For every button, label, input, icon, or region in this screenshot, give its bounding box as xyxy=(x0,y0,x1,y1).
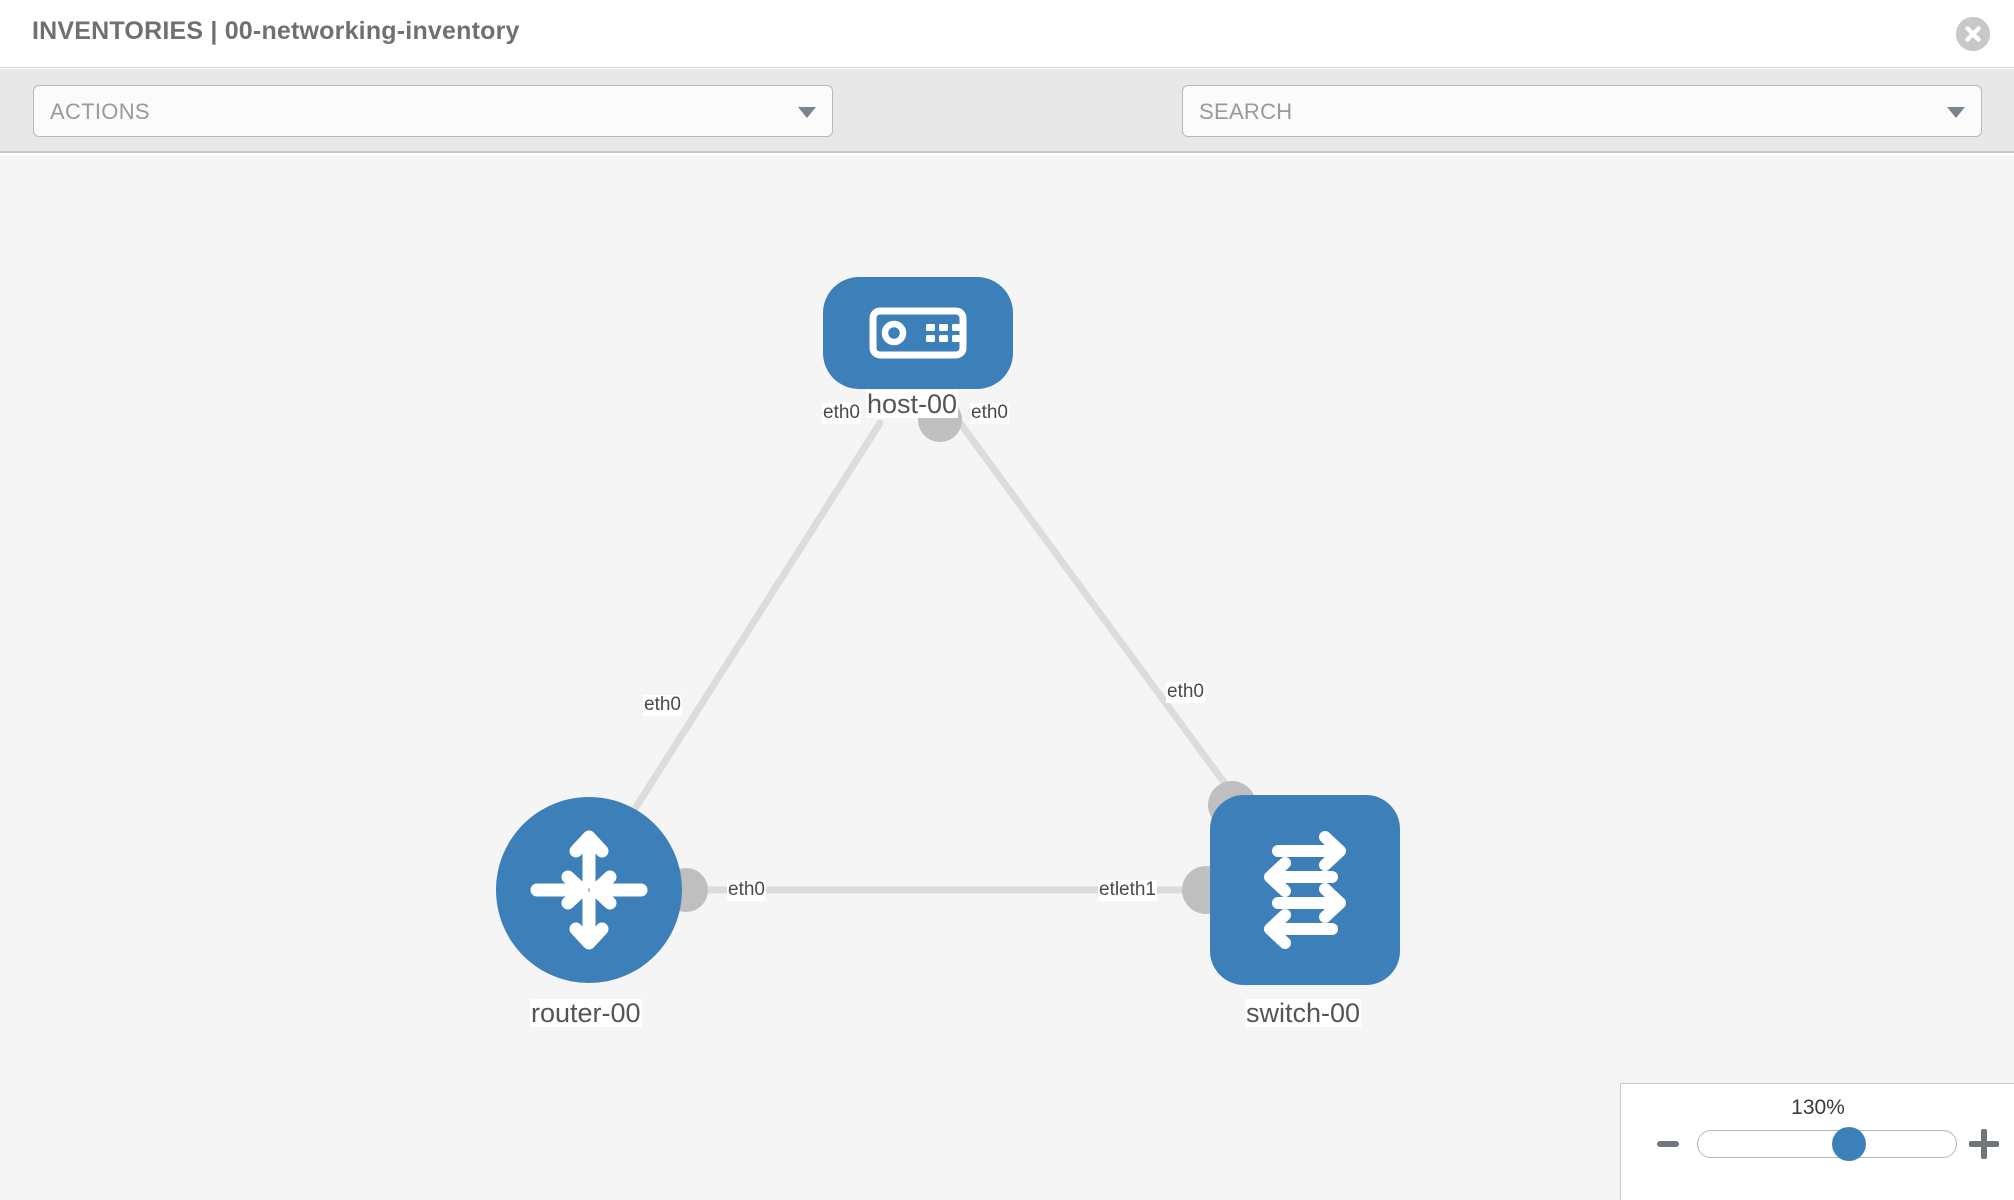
close-button[interactable] xyxy=(1956,17,1990,51)
topology-edges xyxy=(608,419,1274,894)
chevron-down-icon xyxy=(1947,107,1965,118)
zoom-in-button[interactable] xyxy=(1969,1129,1999,1159)
zoom-out-button[interactable] xyxy=(1657,1141,1679,1147)
edge-label-router-up-eth0: eth0 xyxy=(643,694,682,716)
edge-label-switch-up-eth0: eth0 xyxy=(1166,681,1205,703)
search-placeholder: SEARCH xyxy=(1199,99,1293,124)
chevron-down-icon xyxy=(798,107,816,118)
node-router-00[interactable] xyxy=(496,797,682,983)
edge-host-switch[interactable] xyxy=(956,419,1274,849)
zoom-slider-handle[interactable] xyxy=(1832,1127,1867,1161)
close-icon xyxy=(1956,17,1990,51)
topology-ports xyxy=(664,398,1256,914)
edge-label-host-right-eth0: eth0 xyxy=(970,402,1009,424)
topology-canvas[interactable]: host-00 router-00 switch-00 eth0 eth0 et… xyxy=(0,155,2014,1200)
search-input[interactable]: SEARCH xyxy=(1182,85,1982,137)
zoom-slider[interactable] xyxy=(1697,1127,1957,1161)
edge-label-router-right-eth0: eth0 xyxy=(727,879,766,901)
zoom-level-value: 130% xyxy=(1791,1096,1845,1119)
node-label-router-00: router-00 xyxy=(530,998,642,1028)
actions-dropdown[interactable]: ACTIONS xyxy=(33,85,833,137)
topology-graph xyxy=(496,277,1400,985)
edge-host-router[interactable] xyxy=(608,419,884,849)
node-switch-00[interactable] xyxy=(1210,795,1400,985)
node-host-00[interactable] xyxy=(823,277,1013,389)
edge-label-switch-left-eth1: eth1 xyxy=(1118,879,1157,901)
zoom-control-panel: 130% xyxy=(1620,1083,2014,1200)
page-header: INVENTORIES | 00-networking-inventory xyxy=(0,0,2014,68)
page-title: INVENTORIES | 00-networking-inventory xyxy=(32,17,520,45)
toolbar: ACTIONS SEARCH xyxy=(0,69,2014,199)
edge-label-host-left-eth0: eth0 xyxy=(822,402,861,424)
node-label-switch-00: switch-00 xyxy=(1245,998,1362,1028)
actions-dropdown-label: ACTIONS xyxy=(50,99,150,124)
node-label-host-00: host-00 xyxy=(866,389,959,419)
